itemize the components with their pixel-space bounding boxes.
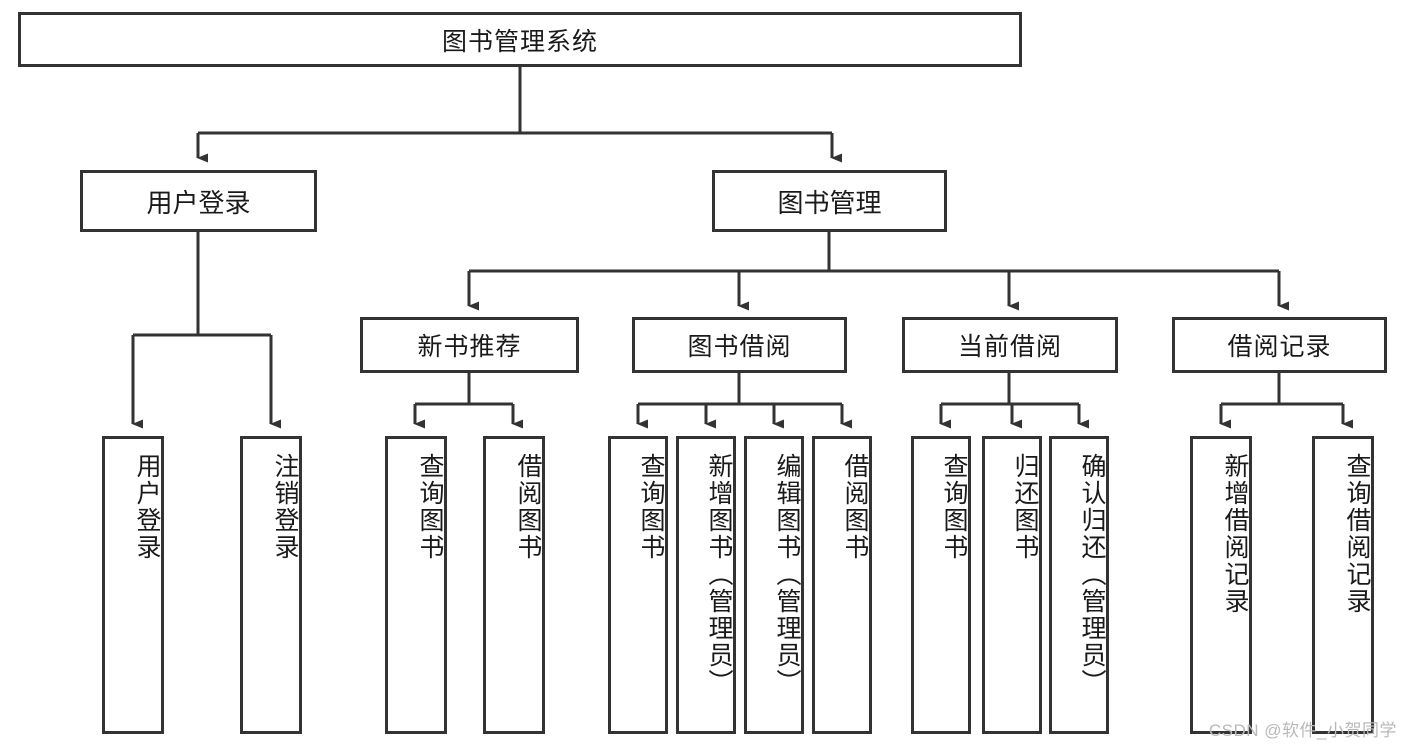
leaf-edit-book-label: 编辑图书（管理员） xyxy=(773,453,801,696)
node-book-borrow[interactable]: 图书借阅 xyxy=(632,317,847,373)
leaf-query-record[interactable]: 查询借阅记录 xyxy=(1312,436,1374,734)
leaf-edit-book[interactable]: 编辑图书（管理员） xyxy=(744,436,804,734)
leaf-borrow-book-1-label: 借阅图书 xyxy=(514,453,542,561)
leaf-return-book-label: 归还图书 xyxy=(1011,453,1039,561)
leaf-add-book[interactable]: 新增图书（管理员） xyxy=(676,436,736,734)
leaf-user-login[interactable]: 用户登录 xyxy=(102,436,164,734)
node-borrow-record[interactable]: 借阅记录 xyxy=(1172,317,1387,373)
leaf-query-book-1-label: 查询图书 xyxy=(416,453,444,561)
node-borrow-record-label: 借阅记录 xyxy=(1227,333,1332,361)
node-root[interactable]: 图书管理系统 xyxy=(18,12,1022,67)
node-current-borrow[interactable]: 当前借阅 xyxy=(902,317,1118,373)
leaf-borrow-book-1[interactable]: 借阅图书 xyxy=(483,436,545,734)
node-book-manage-label: 图书管理 xyxy=(777,187,882,218)
node-user-login[interactable]: 用户登录 xyxy=(80,170,317,232)
leaf-add-record-label: 新增借阅记录 xyxy=(1221,453,1249,615)
leaf-logout[interactable]: 注销登录 xyxy=(240,436,302,734)
leaf-add-book-label: 新增图书（管理员） xyxy=(705,453,733,696)
leaf-logout-label: 注销登录 xyxy=(271,453,299,561)
leaf-query-book-1[interactable]: 查询图书 xyxy=(385,436,447,734)
leaf-query-book-3[interactable]: 查询图书 xyxy=(911,436,971,734)
leaf-user-login-label: 用户登录 xyxy=(133,453,161,561)
node-book-manage[interactable]: 图书管理 xyxy=(712,170,947,232)
leaf-query-book-2[interactable]: 查询图书 xyxy=(608,436,668,734)
node-user-login-label: 用户登录 xyxy=(146,187,251,218)
leaf-add-record[interactable]: 新增借阅记录 xyxy=(1190,436,1252,734)
leaf-return-book[interactable]: 归还图书 xyxy=(982,436,1042,734)
leaf-query-record-label: 查询借阅记录 xyxy=(1343,453,1371,615)
leaf-query-book-3-label: 查询图书 xyxy=(940,453,968,561)
node-new-book-recommend[interactable]: 新书推荐 xyxy=(360,317,579,373)
node-current-borrow-label: 当前借阅 xyxy=(957,333,1062,361)
leaf-confirm-return-label: 确认归还（管理员） xyxy=(1078,453,1106,696)
node-book-borrow-label: 图书借阅 xyxy=(687,333,792,361)
leaf-borrow-book-2[interactable]: 借阅图书 xyxy=(812,436,872,734)
leaf-query-book-2-label: 查询图书 xyxy=(637,453,665,561)
node-root-label: 图书管理系统 xyxy=(441,27,598,56)
node-new-book-recommend-label: 新书推荐 xyxy=(417,333,522,361)
leaf-borrow-book-2-label: 借阅图书 xyxy=(841,453,869,561)
leaf-confirm-return[interactable]: 确认归还（管理员） xyxy=(1049,436,1109,734)
